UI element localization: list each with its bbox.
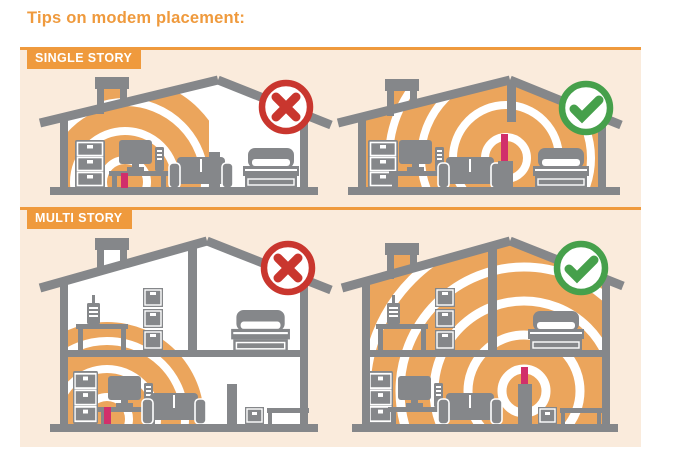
page-title: Tips on modem placement: (27, 9, 246, 27)
multi-story-panel (20, 207, 641, 447)
single-story-label: SINGLE STORY (27, 47, 142, 69)
multi-story-label: MULTI STORY (27, 207, 132, 229)
single-story-panel (20, 47, 641, 207)
